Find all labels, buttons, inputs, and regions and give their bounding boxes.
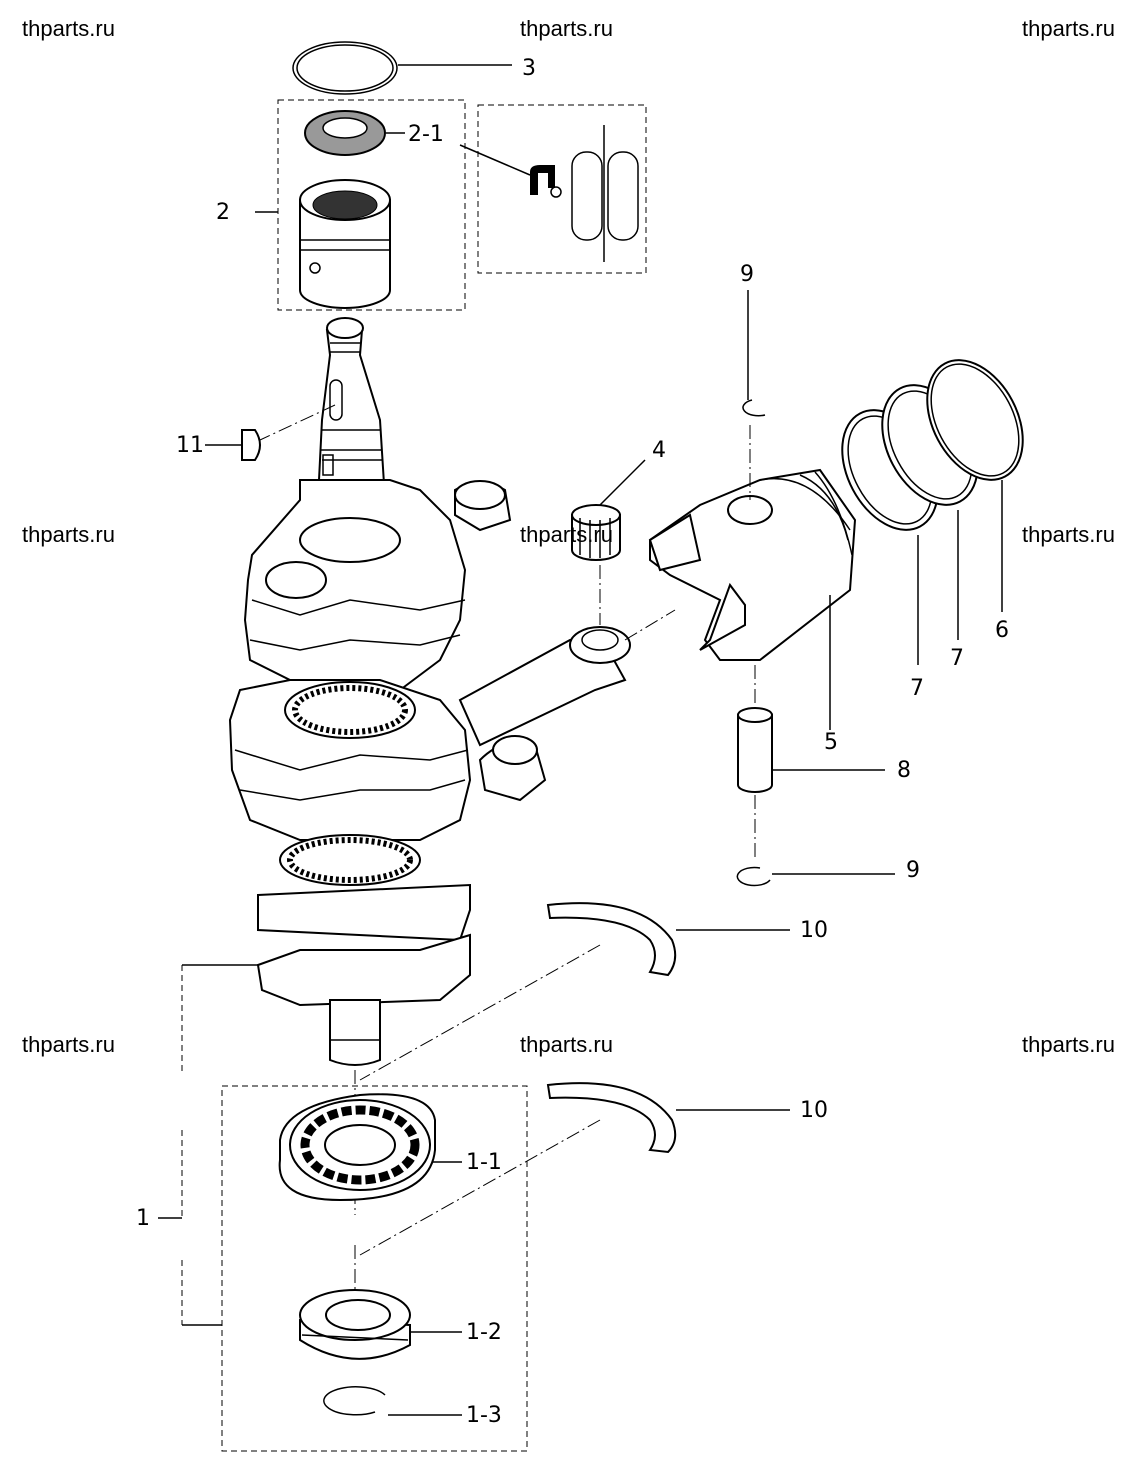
- clip-part-9-top: [742, 290, 766, 500]
- part-1-group: [158, 964, 528, 1452]
- callout-5: 5: [824, 730, 838, 755]
- callout-3: 3: [522, 56, 536, 81]
- woodruff-key-part-11: [205, 429, 261, 461]
- callout-11: 11: [176, 433, 204, 458]
- callout-10-b: 10: [800, 1098, 828, 1123]
- callout-7-b: 7: [910, 676, 924, 701]
- part-2-group-box: [277, 99, 466, 311]
- seal-part-2-1: [304, 110, 405, 156]
- ball-bearing-part-1-1: [278, 1093, 462, 1202]
- crankshaft-body: [228, 479, 547, 1066]
- callout-7-a: 7: [950, 646, 964, 671]
- detail-seal-section: [459, 125, 639, 262]
- piston-pin-part-8: [737, 665, 885, 860]
- callout-1: 1: [136, 1206, 150, 1231]
- callout-8: 8: [897, 758, 911, 783]
- watermark: thparts.ru: [1022, 16, 1115, 41]
- connecting-rod: [458, 565, 676, 747]
- detail-view-box: [477, 104, 647, 274]
- watermark: thparts.ru: [520, 1032, 613, 1057]
- o-ring-part-3: [292, 41, 512, 95]
- watermark: thparts.ru: [22, 16, 115, 41]
- watermark: thparts.ru: [22, 522, 115, 547]
- seal-part-1-2: [299, 1289, 462, 1360]
- callout-9-bottom: 9: [906, 858, 920, 883]
- callout-10-a: 10: [800, 918, 828, 943]
- needle-bearing-part-4: [571, 459, 646, 561]
- callout-1-2: 1-2: [466, 1320, 502, 1345]
- watermark: thparts.ru: [520, 522, 613, 547]
- piston-rings: [841, 359, 1024, 665]
- watermark: thparts.ru: [1022, 522, 1115, 547]
- callout-6: 6: [995, 618, 1009, 643]
- circlip-part-1-3: [323, 1386, 462, 1416]
- watermark: thparts.ru: [22, 1032, 115, 1057]
- callout-4: 4: [652, 438, 666, 463]
- thrust-washer-part-10-a: [359, 902, 790, 1081]
- callout-9-top: 9: [740, 262, 754, 287]
- callout-1-3: 1-3: [466, 1403, 502, 1428]
- bearing-part-2: [255, 179, 391, 309]
- piston-part-5: [648, 468, 857, 730]
- watermark: thparts.ru: [520, 16, 613, 41]
- callout-2: 2: [216, 200, 230, 225]
- crankshaft-top-shaft: [259, 317, 387, 501]
- callout-2-1: 2-1: [408, 122, 444, 147]
- watermark: thparts.ru: [1022, 1032, 1115, 1057]
- thrust-washer-part-10-b: [359, 1082, 790, 1256]
- callout-1-1: 1-1: [466, 1150, 502, 1175]
- clip-part-9-bottom: [736, 866, 895, 887]
